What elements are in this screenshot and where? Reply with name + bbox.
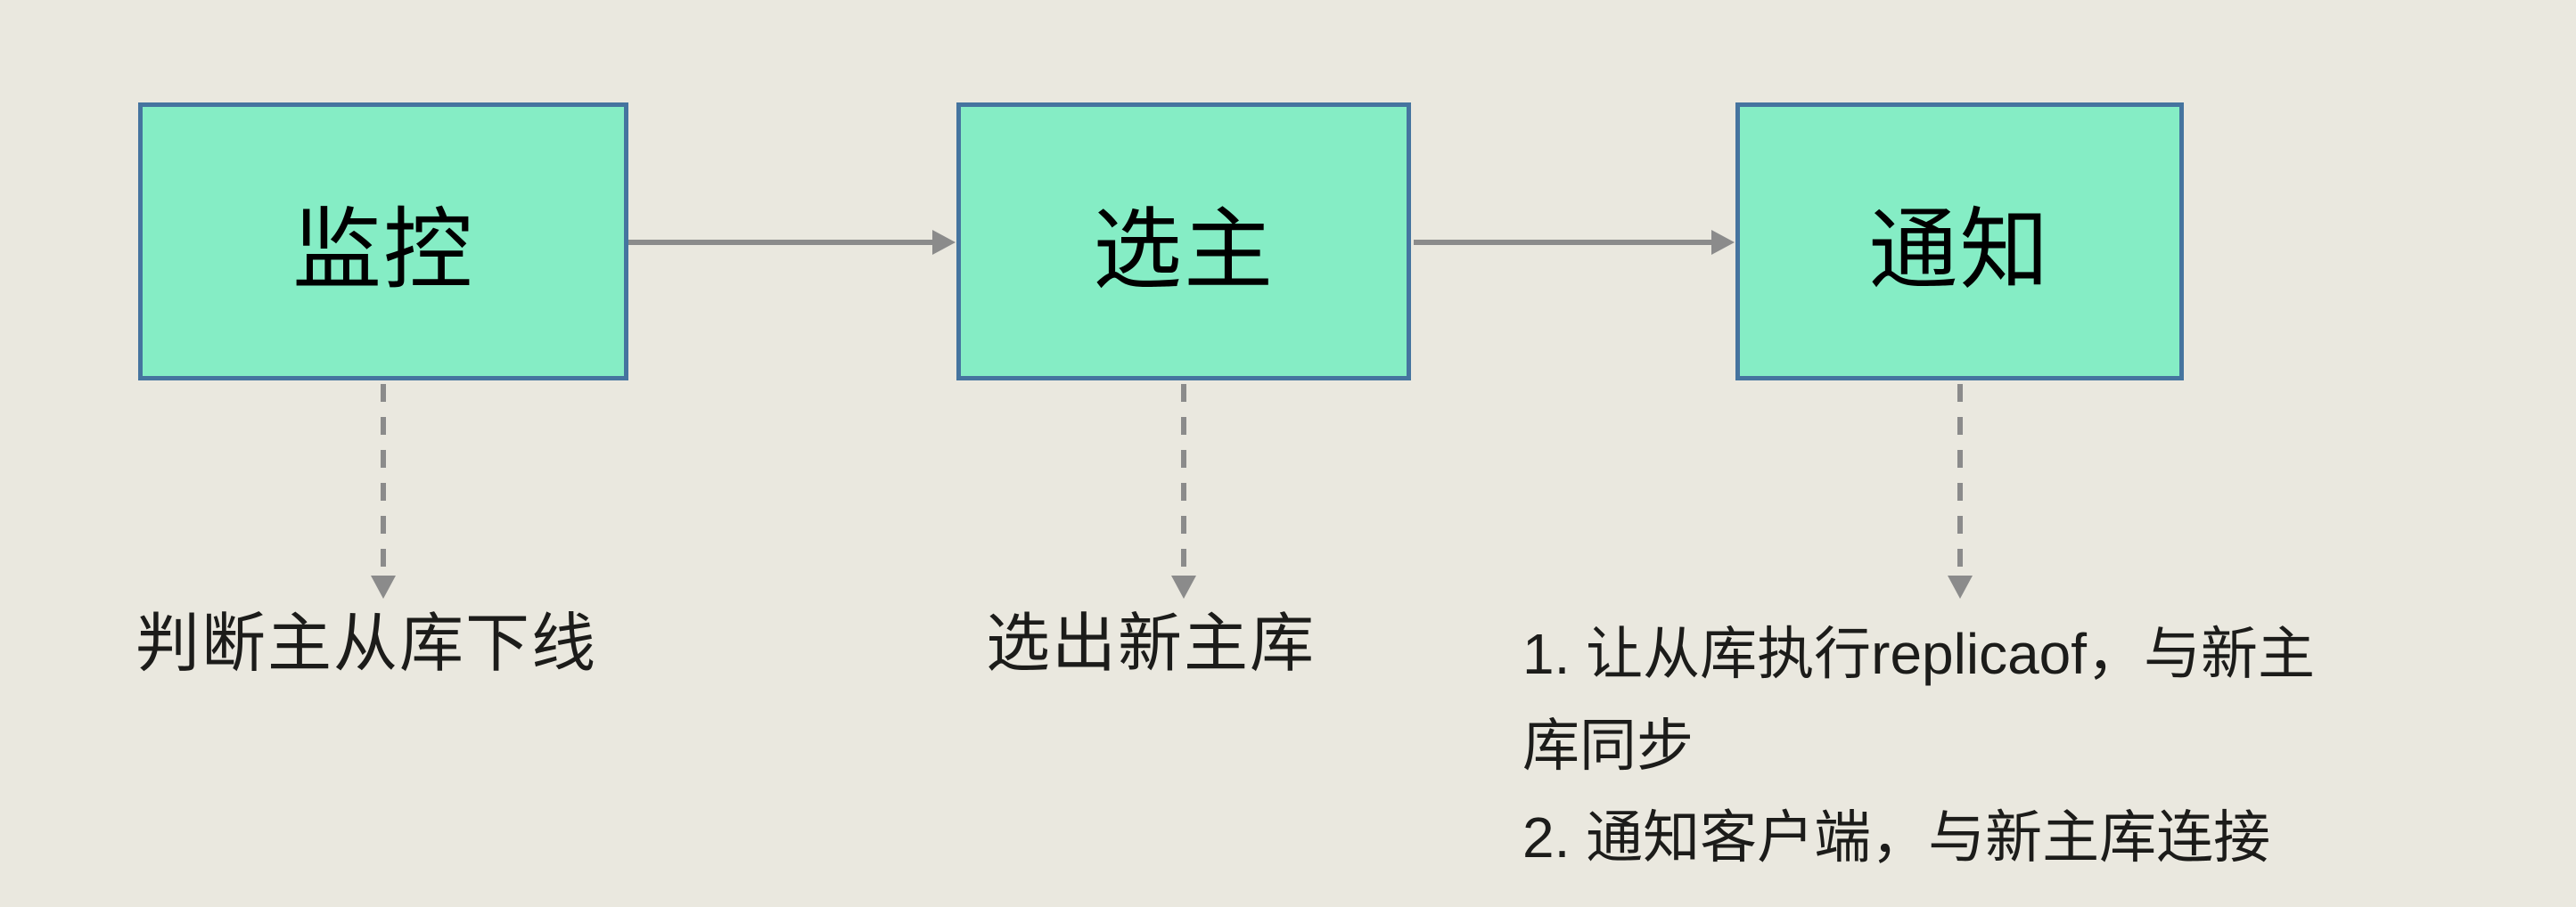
flow-node-monitor-label: 监控 <box>292 200 474 300</box>
dashed-arrow-elect-to-note <box>1171 384 1196 599</box>
arrowhead-down-icon <box>1948 576 1973 599</box>
flow-node-elect-label: 选主 <box>1093 200 1275 300</box>
flow-node-notify: 通知 <box>1735 102 2184 380</box>
annotation-notify-line-1: 1. 让从库执行replicaof，与新主 <box>1522 622 2316 686</box>
arrow-elect-to-notify <box>1414 230 1735 255</box>
annotation-notify-line-2: 库同步 <box>1522 714 1694 778</box>
dashed-arrow-monitor-to-note <box>371 384 396 599</box>
annotation-notify: 1. 让从库执行replicaof，与新主 库同步 2. 通知客户端，与新主库连… <box>1522 609 2315 884</box>
dashed-arrow-notify-to-note <box>1948 384 1973 599</box>
arrow-monitor-to-elect <box>628 230 956 255</box>
arrowhead-down-icon <box>371 576 396 599</box>
flow-node-monitor: 监控 <box>138 102 628 380</box>
annotation-notify-line-3: 2. 通知客户端，与新主库连接 <box>1522 805 2271 870</box>
flow-node-notify-label: 通知 <box>1868 200 2051 300</box>
arrowhead-down-icon <box>1171 576 1196 599</box>
arrowhead-right-icon <box>1711 230 1735 255</box>
annotation-monitor: 判断主从库下线 <box>135 609 598 680</box>
annotation-elect: 选出新主库 <box>986 609 1317 680</box>
flow-node-elect: 选主 <box>956 102 1411 380</box>
arrowhead-right-icon <box>932 230 956 255</box>
